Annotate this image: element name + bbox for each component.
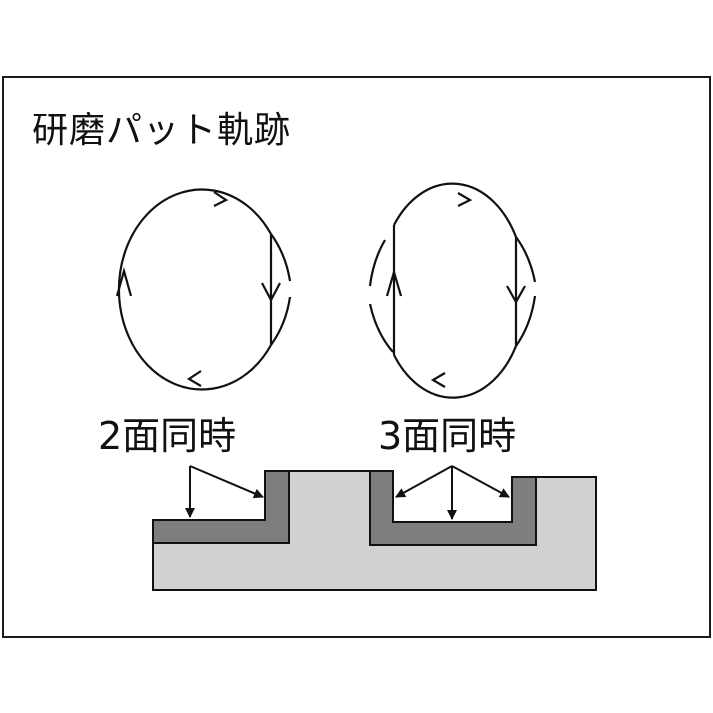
arrow-down-icon — [506, 285, 526, 305]
arrow-left-icon — [430, 372, 446, 388]
diagram-title: 研磨パット軌跡 — [32, 110, 292, 151]
arrow-down-icon — [261, 282, 281, 303]
diagram-frame — [2, 76, 711, 638]
label-two-faces: 2面同時 — [98, 414, 237, 458]
label-three-faces: 3面同時 — [378, 414, 517, 458]
arrow-up-icon — [115, 266, 133, 297]
arrow-left-icon — [186, 370, 202, 387]
arrow-right-icon — [457, 192, 473, 207]
pad-trajectory-left — [115, 188, 292, 391]
pointer-arrows-three-faces — [395, 465, 510, 520]
pointer-arrows-two-faces — [185, 465, 264, 518]
workpiece-section — [152, 470, 597, 591]
arrow-right-icon — [213, 191, 229, 207]
arrow-up-icon — [385, 268, 403, 297]
pad-trajectory-right — [368, 182, 537, 399]
